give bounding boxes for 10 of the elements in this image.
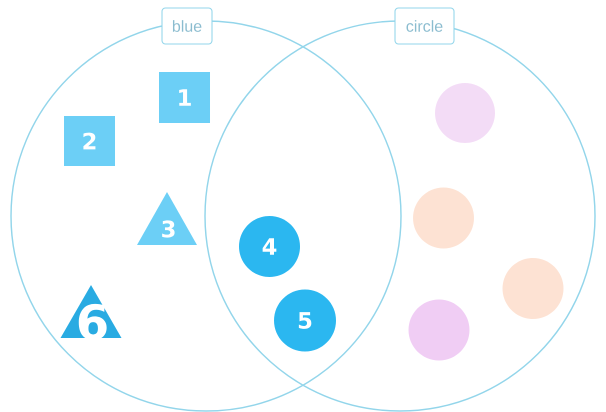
number-triangle: 6 (60, 285, 122, 340)
filled-circle (435, 83, 495, 143)
filled-circle (408, 300, 470, 360)
number-square: 1 (159, 72, 210, 123)
filled-circle (413, 188, 474, 248)
number-square: 2 (64, 116, 115, 166)
filled-circle (502, 258, 564, 319)
set-label: blue (161, 7, 213, 45)
number-triangle: 3 (137, 192, 197, 245)
set-label: circle (394, 7, 455, 45)
